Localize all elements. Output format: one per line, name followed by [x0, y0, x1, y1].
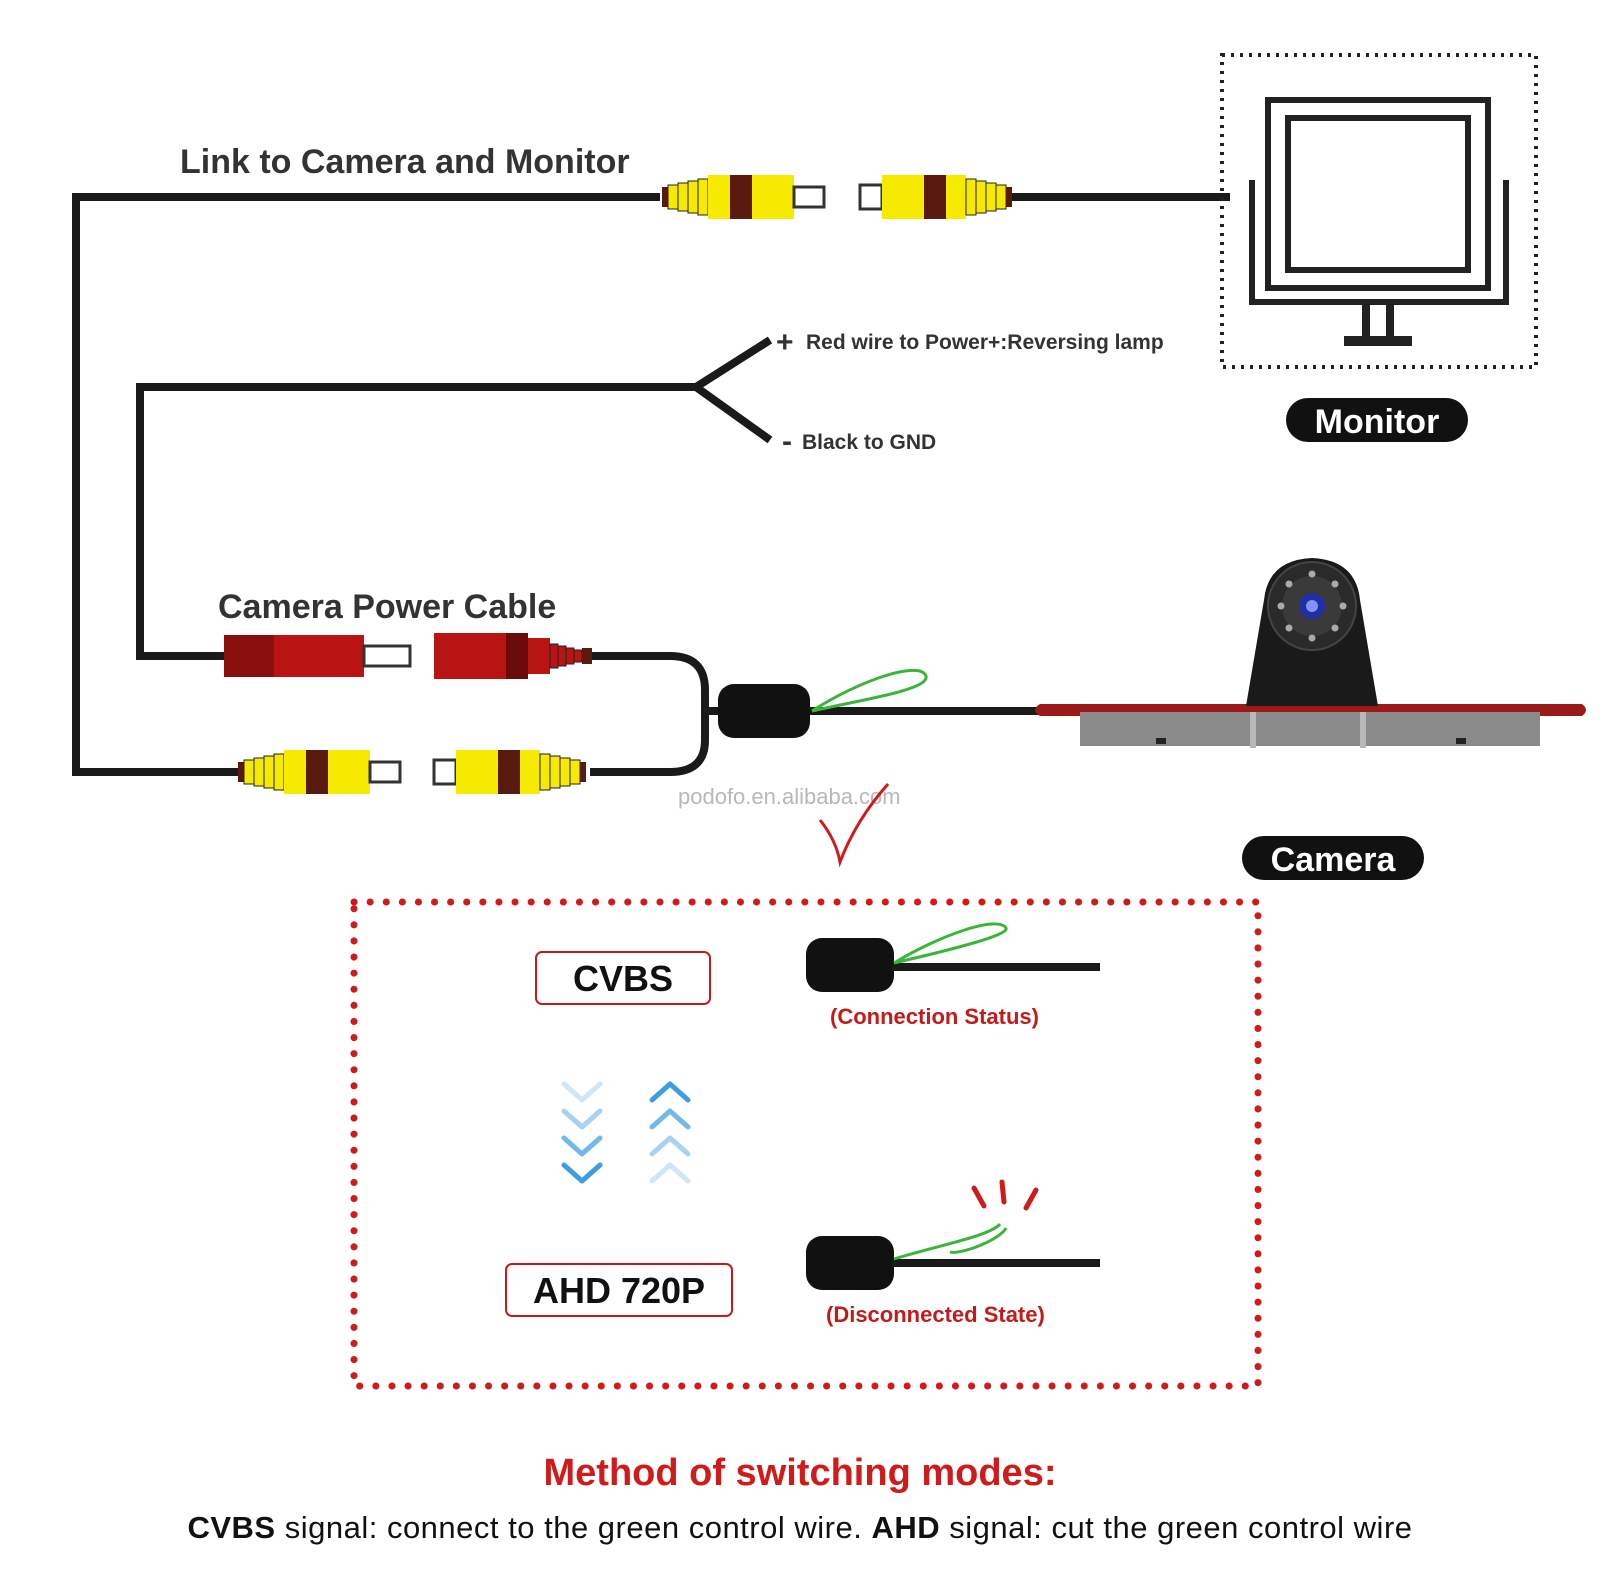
rca-jack-top-right: [858, 173, 1014, 221]
switching-method-title: Method of switching modes:: [543, 1452, 1057, 1494]
black-wire-sign: -: [782, 425, 792, 458]
black-wire-label: Black to GND: [802, 431, 936, 454]
rca-plug-bottom-left: [236, 748, 402, 796]
junction-box: [718, 668, 928, 738]
cvbs-label: CVBS: [573, 958, 673, 999]
ahd-wire-icon: [806, 1222, 1100, 1290]
cvbs-instruction: signal: connect to the green control wir…: [275, 1510, 872, 1545]
cvbs-status: (Connection Status): [830, 1004, 1039, 1029]
ahd-status: (Disconnected State): [826, 1302, 1045, 1327]
mode-panel: [350, 898, 1262, 1390]
ahd-label: AHD 720P: [533, 1270, 705, 1311]
switching-method-description: CVBS signal: connect to the green contro…: [0, 1510, 1600, 1546]
cvbs-wire-icon: [806, 922, 1100, 992]
power-cable-title: Camera Power Cable: [218, 588, 556, 626]
monitor-label: Monitor: [1315, 403, 1440, 441]
cvbs-word: CVBS: [187, 1510, 276, 1545]
monitor-icon: [1220, 53, 1538, 369]
video-wire: [72, 193, 1230, 776]
ahd-badge: AHD 720P: [505, 1263, 733, 1317]
camera-cable: [590, 652, 1080, 776]
monitor-pill: Monitor: [1286, 398, 1468, 442]
link-title: Link to Camera and Monitor: [180, 143, 630, 181]
red-wire-sign: +: [776, 326, 794, 359]
power-connector-female: [434, 633, 592, 679]
rca-plug-top-left: [660, 173, 826, 221]
ahd-word: AHD: [871, 1510, 941, 1545]
cvbs-badge: CVBS: [535, 951, 711, 1005]
ahd-instruction: signal: cut the green control wire: [940, 1510, 1413, 1545]
camera-icon: [1035, 558, 1586, 748]
cut-spark-icon: [971, 1179, 1039, 1211]
watermark: podofo.en.alibaba.com: [678, 784, 901, 809]
camera-pill: Camera: [1242, 836, 1424, 880]
chevron-up-icon: [649, 1081, 691, 1184]
check-arrow-icon: [818, 783, 890, 868]
rca-jack-bottom-right: [432, 748, 588, 796]
camera-label: Camera: [1271, 841, 1397, 879]
red-wire-label: Red wire to Power+:Reversing lamp: [806, 331, 1164, 354]
chevron-down-icon: [561, 1081, 603, 1184]
power-connector-male: [224, 635, 412, 677]
power-wire: [136, 336, 773, 660]
